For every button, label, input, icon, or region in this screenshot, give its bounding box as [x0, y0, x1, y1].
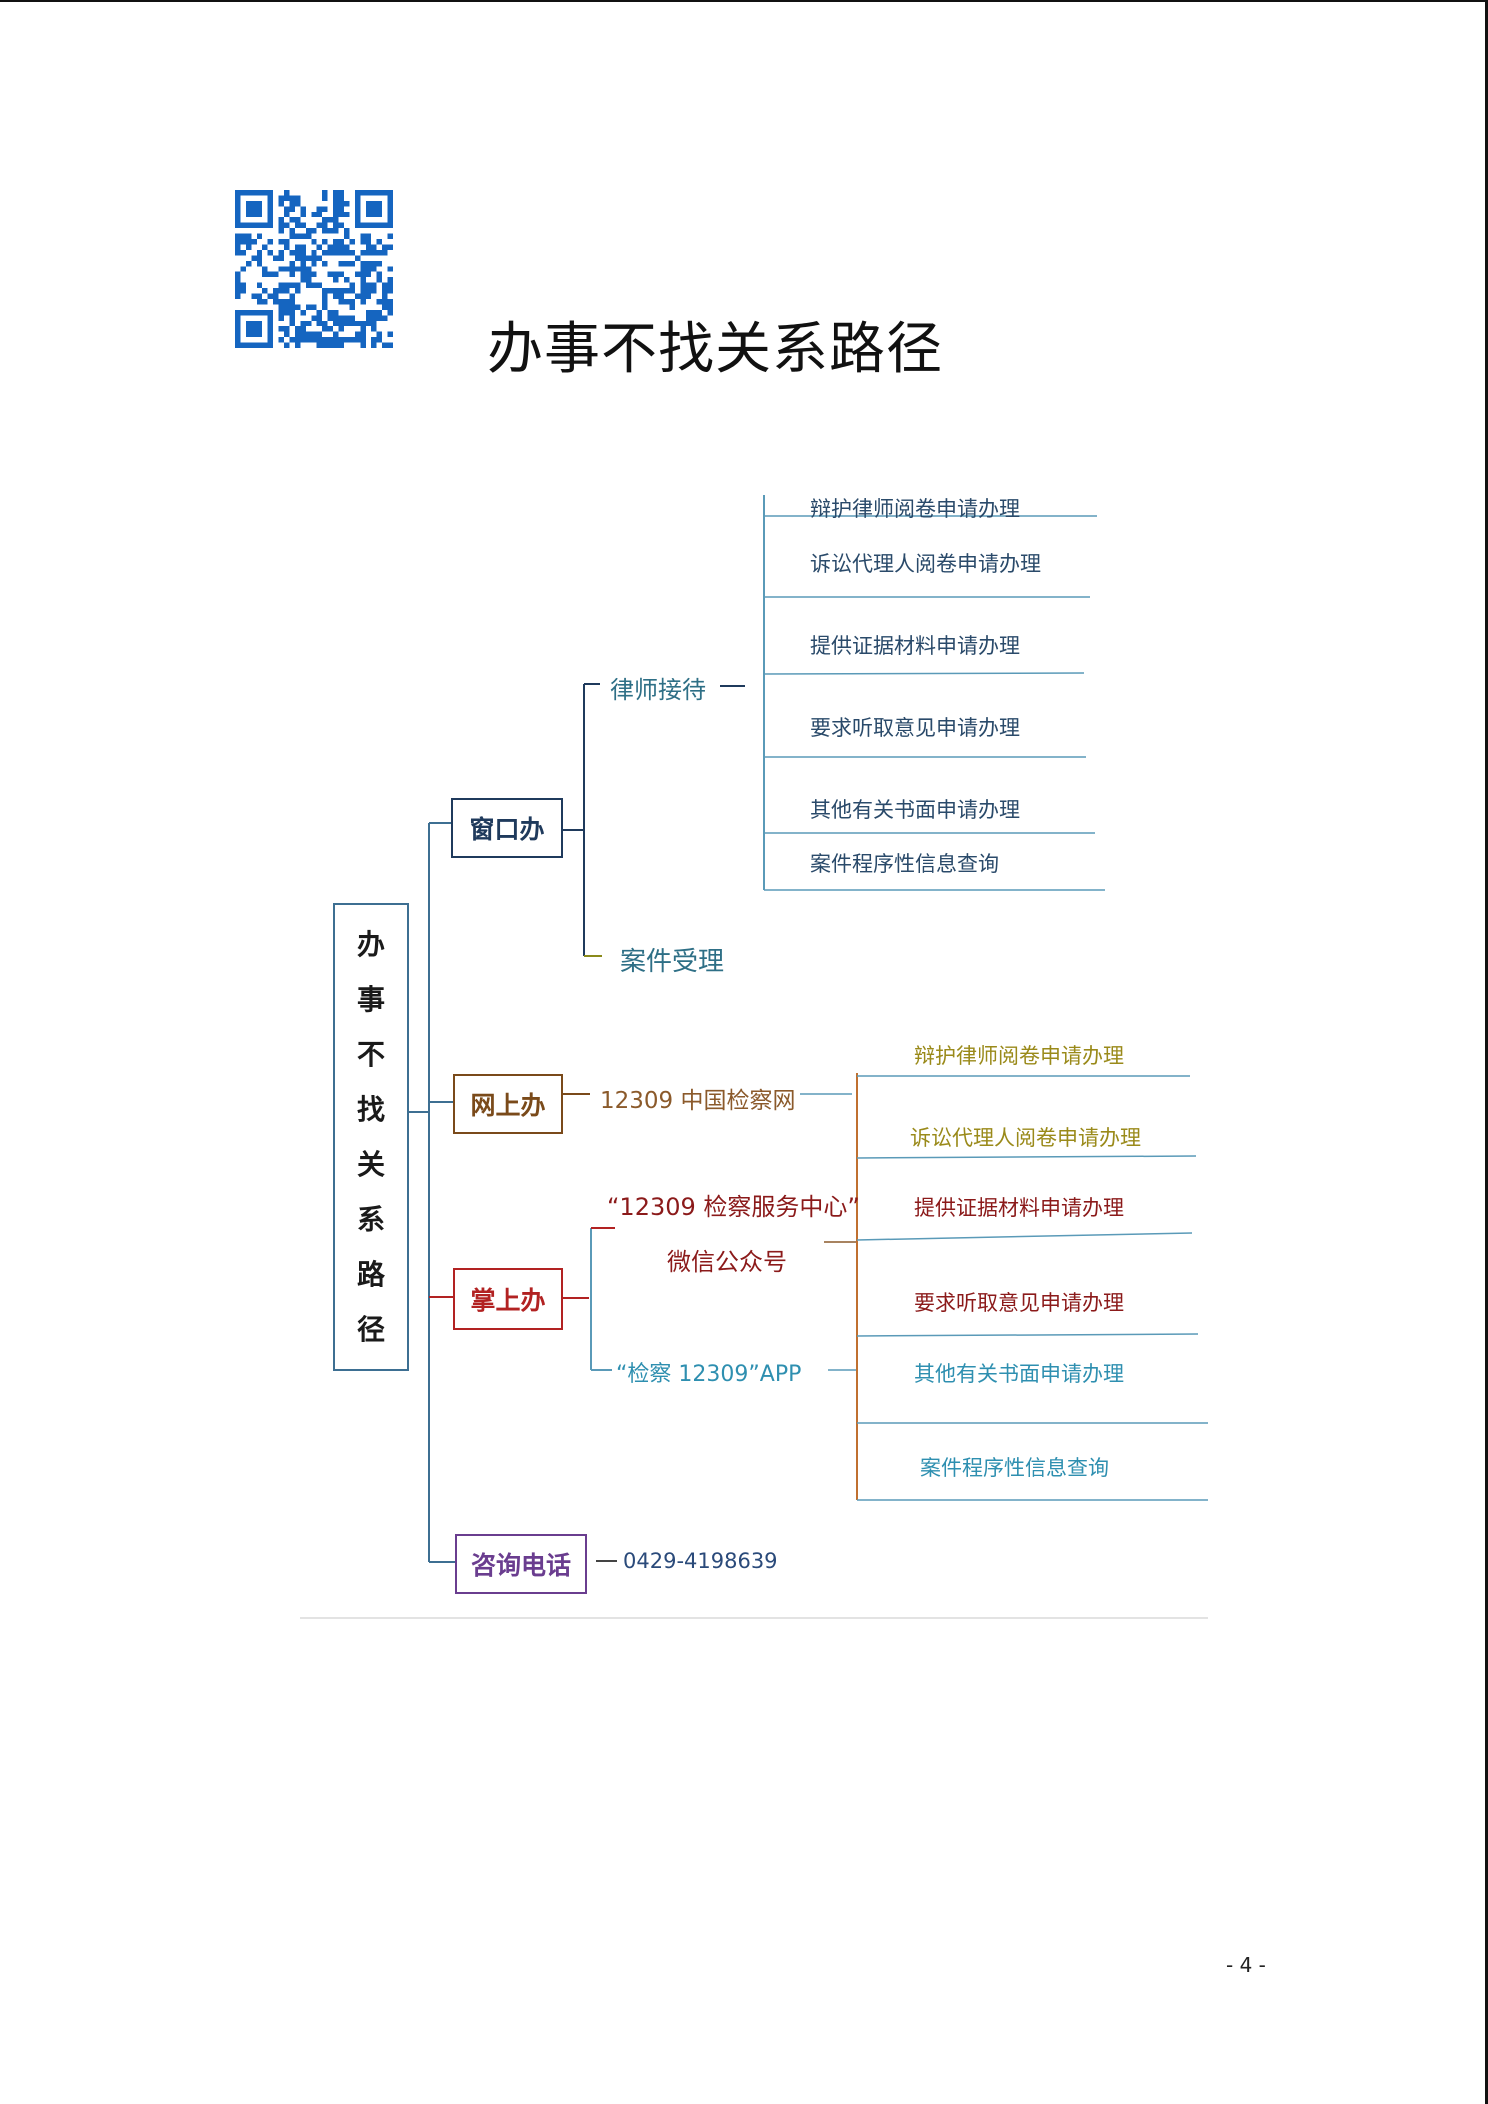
root-char: 系 [356, 1203, 385, 1236]
window-item: 要求听取意见申请办理 [810, 716, 1020, 740]
shared-item: 案件程序性信息查询 [920, 1456, 1109, 1480]
shared-item: 诉讼代理人阅卷申请办理 [910, 1126, 1141, 1150]
window-item: 提供证据材料申请办理 [810, 634, 1020, 658]
page-top-border [0, 0, 1488, 2]
branch-window-box: 窗口办 [451, 798, 563, 858]
root-char: 关 [356, 1148, 385, 1181]
shared-item: 其他有关书面申请办理 [914, 1362, 1124, 1386]
root-char: 路 [356, 1258, 385, 1291]
window-item: 辩护律师阅卷申请办理 [810, 497, 1020, 521]
sub-wechat-line1: “12309 检察服务中心” [607, 1193, 860, 1221]
shared-item: 提供证据材料申请办理 [914, 1196, 1124, 1220]
sub-lawyer-reception: 律师接待 [610, 676, 706, 704]
sub-case-acceptance: 案件受理 [620, 947, 725, 977]
root-char: 不 [356, 1038, 385, 1071]
sub-wechat-line2: 微信公众号 [667, 1248, 787, 1276]
sub-app: “检察 12309”APP [616, 1362, 802, 1387]
qr-code-icon [235, 190, 393, 348]
window-item: 诉讼代理人阅卷申请办理 [810, 552, 1041, 576]
shared-item: 辩护律师阅卷申请办理 [914, 1044, 1124, 1068]
window-item: 案件程序性信息查询 [810, 852, 999, 876]
root-char: 找 [356, 1093, 385, 1126]
page-right-border [1485, 0, 1488, 2104]
root-char: 径 [356, 1313, 385, 1346]
sub-12309-website: 12309 中国检察网 [600, 1088, 796, 1114]
branch-online-box: 网上办 [453, 1074, 563, 1134]
phone-number: 0429-4198639 [623, 1549, 778, 1573]
branch-phone-box: 咨询电话 [455, 1534, 587, 1594]
window-item: 其他有关书面申请办理 [810, 798, 1020, 822]
shared-item: 要求听取意见申请办理 [914, 1291, 1124, 1315]
root-char: 事 [356, 983, 385, 1016]
branch-mobile-box: 掌上办 [453, 1268, 563, 1330]
root-node: 办 事 不 找 关 系 路 径 [333, 903, 409, 1371]
root-char: 办 [356, 928, 385, 961]
page-title: 办事不找关系路径 [487, 317, 943, 382]
page-number: - 4 - [1226, 1953, 1266, 1977]
